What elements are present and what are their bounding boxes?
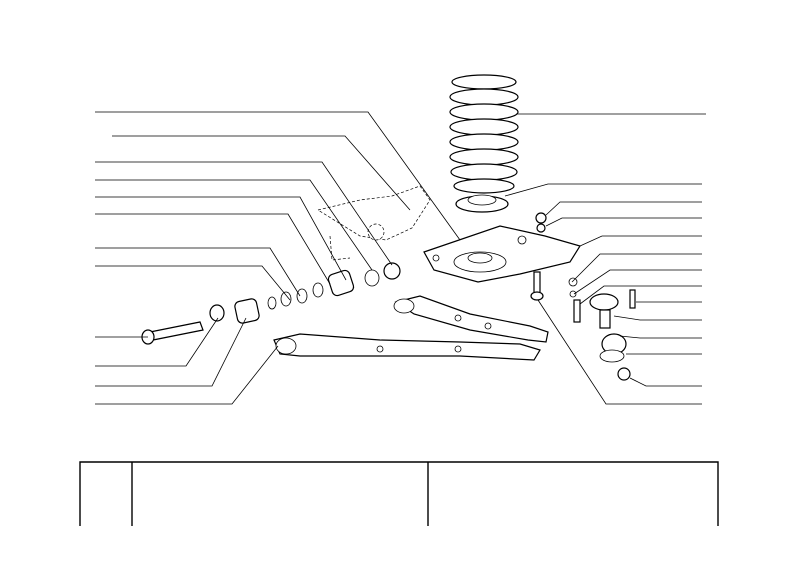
bush [209,262,401,324]
table-col-1 [82,466,130,486]
leader-lines-left [95,111,461,405]
coil-spring [449,74,519,194]
wishbone-upper [423,225,581,283]
body-mount-ghost [317,185,431,261]
radius-arm [393,295,549,343]
bolt [141,321,204,345]
nut [535,212,547,233]
table-col-3 [432,466,714,486]
lower-link [273,333,541,361]
leader-lines-right [504,113,706,405]
parts-table [79,461,719,526]
ball-joint [530,271,636,381]
table-col-2 [136,466,424,486]
spring-seat [455,194,509,213]
